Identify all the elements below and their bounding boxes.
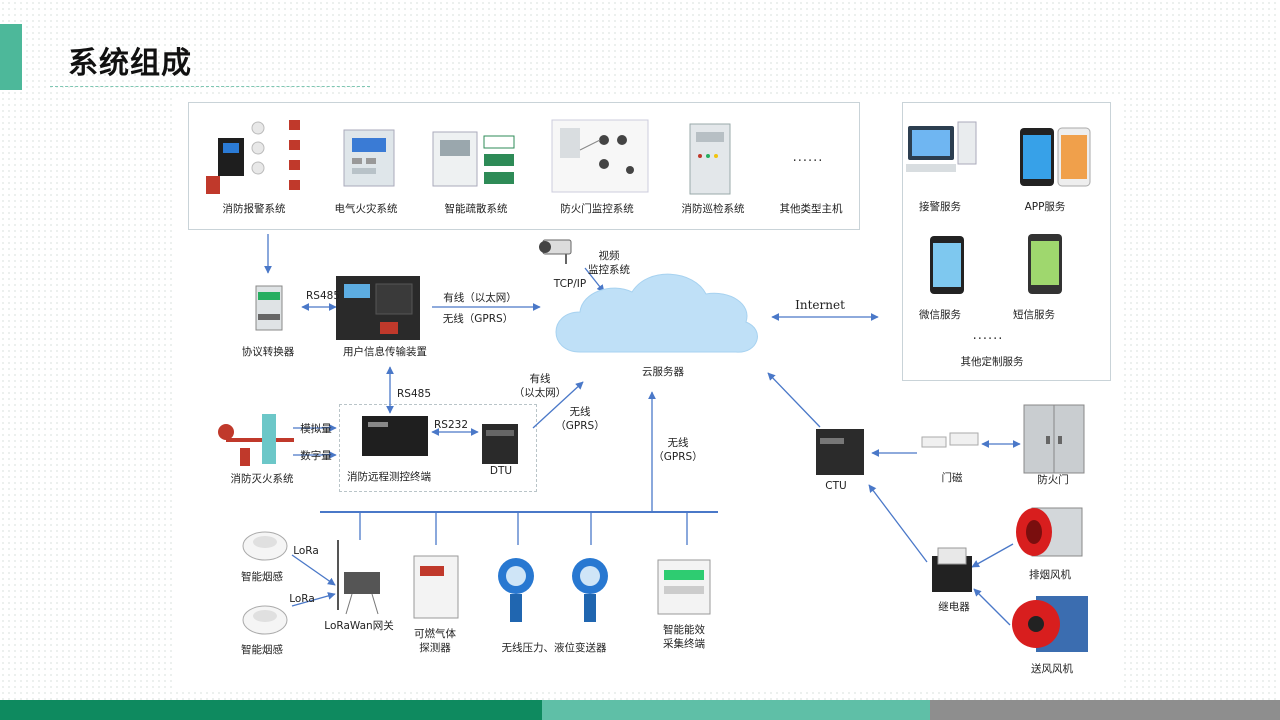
door-magnet-label: 门磁 [941, 472, 963, 484]
relay-thumb-icon [932, 547, 972, 592]
link-label-digital: 数字量 [300, 450, 332, 462]
link-label-wireless: 无线（GPRS） [442, 313, 514, 325]
transmitter-label: 用户信息传输装置 [343, 346, 427, 358]
fire-door-monitor-thumb-icon [551, 119, 649, 193]
dtu-thumb-icon [482, 424, 518, 464]
smoke-detector-2-label: 智能烟感 [241, 644, 283, 656]
video-label-line1: 视频 [598, 250, 620, 262]
service-app-label: APP服务 [1024, 201, 1066, 213]
gas-detector-label-line1: 可燃气体 [414, 628, 456, 640]
evacuation-thumb-icon [432, 131, 515, 187]
cloud-server-label: 云服务器 [642, 366, 684, 378]
energy-terminal-thumb-icon [657, 559, 711, 615]
fire-door-thumb-icon [1023, 404, 1085, 474]
host-system-more: ...... [792, 150, 824, 165]
service-sms-label: 短信服务 [1013, 309, 1055, 321]
link-label-rs232: RS232 [433, 419, 469, 431]
exhaust-fan-label: 排烟风机 [1029, 569, 1071, 581]
electrical-fire-thumb-icon [343, 129, 395, 187]
ctu-thumb-icon [816, 429, 864, 475]
link-label-wired2-line2: （以太网） [513, 387, 567, 399]
relay-label: 继电器 [938, 601, 970, 613]
host-system-label-2: 电气火灾系统 [334, 203, 398, 215]
page-title: 系统组成 [68, 46, 192, 81]
smoke-detector-1-thumb-icon [242, 531, 288, 561]
fire-extinguish-system-thumb-icon [218, 414, 294, 466]
link-label-wireless2-line2: （GPRS） [555, 420, 605, 432]
link-label-analog: 模拟量 [300, 423, 332, 435]
host-system-label-4: 防火门监控系统 [560, 203, 634, 215]
converter-label: 协议转换器 [241, 346, 295, 358]
link-label-tcpip: TCP/IP [553, 278, 587, 290]
title-accent-bar [0, 24, 22, 90]
protocol-converter-thumb-icon [255, 285, 283, 331]
link-label-lora-2: LoRa [289, 593, 315, 605]
dtu-label: DTU [489, 465, 513, 477]
link-lora-2 [291, 592, 336, 607]
lorawan-gateway-thumb-icon [337, 540, 380, 615]
video-label-line2: 监控系统 [588, 264, 630, 276]
pressure-transmitter-1-thumb-icon [498, 558, 534, 622]
phone-app-thumb-icon [1020, 127, 1091, 187]
link-relay-ctu [868, 484, 928, 563]
link-video-cloud [584, 267, 605, 293]
supply-fan-label: 送风风机 [1031, 663, 1073, 675]
link-label-lora-1: LoRa [293, 545, 319, 557]
exhaust-fan-thumb-icon [1016, 507, 1083, 557]
title-divider [50, 86, 370, 87]
energy-terminal-label-line1: 智能能效 [663, 624, 705, 636]
smoke-detector-1-label: 智能烟感 [241, 571, 283, 583]
video-camera-thumb-icon [539, 239, 572, 264]
link-label-wireless3-line1: 无线 [667, 437, 689, 449]
host-system-label-6: 其他类型主机 [779, 203, 843, 215]
host-system-label-3: 智能疏散系统 [444, 203, 508, 215]
link-label-wireless2-line1: 无线 [569, 406, 591, 418]
computer-thumb-icon [906, 121, 977, 172]
cloud-icon [555, 273, 758, 353]
link-label-rs485-b: RS485 [396, 388, 432, 400]
extinguish-system-label: 消防灭火系统 [230, 473, 294, 485]
fire-alarm-thumb-icon [206, 120, 300, 194]
lorawan-gateway-label: LoRaWan网关 [324, 620, 394, 632]
host-system-label-5: 消防巡检系统 [681, 203, 745, 215]
supply-fan-thumb-icon [1012, 596, 1088, 652]
remote-terminal-label: 消防远程测控终端 [347, 471, 431, 483]
terminal-group-frame [339, 404, 537, 492]
pressure-transmitter-2-thumb-icon [572, 558, 608, 622]
footer-bar-mid [542, 700, 930, 720]
link-exhaust-relay [971, 543, 1014, 568]
link-dtu-cloud [532, 381, 584, 429]
wechat-phone-thumb-icon [930, 236, 964, 294]
host-system-label-1: 消防报警系统 [222, 203, 286, 215]
link-label-wired2-line1: 有线 [529, 373, 551, 385]
link-supply-relay [973, 588, 1011, 626]
smoke-detector-2-thumb-icon [242, 605, 288, 635]
pressure-transmitter-label: 无线压力、液位变送器 [501, 642, 607, 654]
link-label-wireless3-line2: （GPRS） [653, 451, 703, 463]
ctu-label: CTU [825, 480, 847, 492]
service-more: ...... [972, 328, 1004, 343]
link-label-wired: 有线（以太网） [443, 292, 517, 304]
remote-terminal-thumb-icon [362, 416, 428, 456]
service-wechat-label: 微信服务 [919, 309, 961, 321]
gas-detector-thumb-icon [413, 555, 459, 619]
fire-door-label: 防火门 [1037, 474, 1069, 486]
door-magnet-thumb-icon [921, 432, 979, 448]
link-ctu-cloud [767, 372, 821, 428]
patrol-cabinet-thumb-icon [689, 123, 731, 195]
link-label-rs485-a: RS485 [305, 290, 341, 302]
sms-phone-thumb-icon [1028, 234, 1062, 294]
link-label-internet: Internet [795, 298, 845, 312]
service-custom-label: 其他定制服务 [960, 356, 1024, 368]
service-alarm-label: 接警服务 [919, 201, 961, 213]
footer-bar-gray [930, 700, 1280, 720]
energy-terminal-label-line2: 采集终端 [663, 638, 705, 650]
footer-bar-dark [0, 700, 542, 720]
transmitter-thumb-icon [336, 276, 420, 340]
link-lora-1 [291, 554, 336, 586]
gas-detector-label-line2: 探测器 [419, 642, 451, 654]
